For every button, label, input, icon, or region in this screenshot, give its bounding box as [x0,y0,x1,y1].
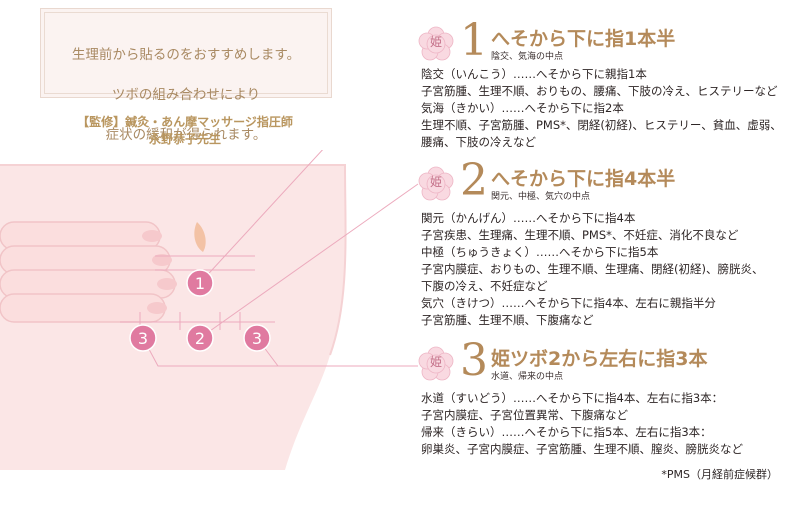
section-3-header: 姫 3 姫ツボ2から左右に指3本 水道、帰来の中点 [418,336,788,392]
hand-illustration [0,221,177,323]
body-line: 中極（ちゅうきょく）……へそから下に指5本 [421,245,659,259]
body-line: 子宮内膜症、子宮位置異常、下腹痛など [421,408,628,422]
intro-text: 生理前から貼るのをおすすめします。 ツボの組み合わせにより 症状の緩和が得られま… [41,25,331,165]
body-line: 生理不順、子宮筋腫、PMS*、閉経(初経)、ヒステリー、貧血、虚弱、 [421,118,782,132]
flower-label: 姫 [429,175,442,189]
flower-icon [418,26,454,61]
body-line: 下腹の冷え、不妊症など [421,279,548,293]
intro-line: 症状の緩和が得られます。 [105,127,267,143]
section-subtitle: 関元、中極、気穴の中点 [491,192,591,202]
intro-box: 生理前から貼るのをおすすめします。 ツボの組み合わせにより 症状の緩和が得られま… [40,8,332,143]
body-line: 関元（かんげん）……へそから下に指4本 [421,211,636,225]
navel [194,222,206,252]
section-2-body: 関元（かんげん）……へそから下に指4本 子宮疾患、生理痛、生理不順、PMS*、不… [421,210,791,329]
supervisor-title: 【監修】鍼灸・あん摩マッサージ指圧師 [77,115,293,129]
section-title: 姫ツボ2から左右に指3本 [491,348,708,370]
acupoint-marker-1: 1 [186,269,214,297]
body-line: 気穴（きけつ）……へそから下に指4本、左右に親指半分 [421,296,716,310]
body-line: 水道（すいどう）……へそから下に指4本、左右に指3本： [421,391,724,405]
section-number: 3 [460,335,488,386]
body-line: 子宮内膜症、おりもの、生理不順、生理痛、閉経(初経)、膀胱炎、 [421,262,764,276]
flower-icon [418,166,454,201]
body-line: 子宮疾患、生理痛、生理不順、PMS*、不妊症、消化不良など [421,228,739,242]
section-title: へそから下に指4本半 [491,168,676,190]
section-title: へそから下に指1本半 [491,28,676,50]
section-number: 2 [460,155,488,206]
section-1-body: 陰交（いんこう）……へそから下に親指1本 子宮筋腫、生理不順、おりもの、腰痛、下… [421,66,791,151]
abdomen-illustration: 1 2 3 3 [0,150,419,470]
section-subtitle: 水道、帰来の中点 [491,372,564,382]
marker-label: 3 [138,329,148,348]
body-line: 気海（きかい）……へそから下に指2本 [421,101,624,115]
body-line: 帰来（きらい）……へそから下に指5本、左右に指3本： [421,425,712,439]
intro-line: ツボの組み合わせにより [111,87,261,103]
intro-line: 生理前から貼るのをおすすめします。 [71,47,301,63]
section-1-header: 姫 1 へそから下に指1本半 陰交、気海の中点 [418,16,788,72]
flower-icon [418,346,454,381]
marker-label: 3 [252,329,262,348]
marker-label: 1 [195,274,205,293]
body-line: 卵巣炎、子宮内膜症、子宮筋腫、生理不順、膣炎、膀胱炎など [421,442,743,456]
body-line: 腰痛、下肢の冷えなど [421,135,536,149]
acupoint-marker-3-left: 3 [129,324,157,352]
marker-label: 2 [195,329,205,348]
guide-lines [120,150,419,367]
section-subtitle: 陰交、気海の中点 [491,52,564,62]
section-2-header: 姫 2 へそから下に指4本半 関元、中極、気穴の中点 [418,156,788,212]
acupoint-marker-2: 2 [186,324,214,352]
body-line: 子宮筋腫、生理不順、おりもの、腰痛、下肢の冷え、ヒステリーなど [421,84,778,98]
supervisor-name: 永野恭子先生 [148,132,221,146]
footnote: *PMS（月経前症候群） [661,468,778,481]
body-line: 陰交（いんこう）……へそから下に親指1本 [421,67,647,81]
section-number: 1 [460,15,488,66]
acupoint-marker-3-right: 3 [243,324,271,352]
flower-label: 姫 [429,355,442,369]
section-3-body: 水道（すいどう）……へそから下に指4本、左右に指3本： 子宮内膜症、子宮位置異常… [421,390,791,458]
body-line: 子宮筋腫、生理不順、下腹痛など [421,313,594,327]
flower-label: 姫 [429,35,442,49]
